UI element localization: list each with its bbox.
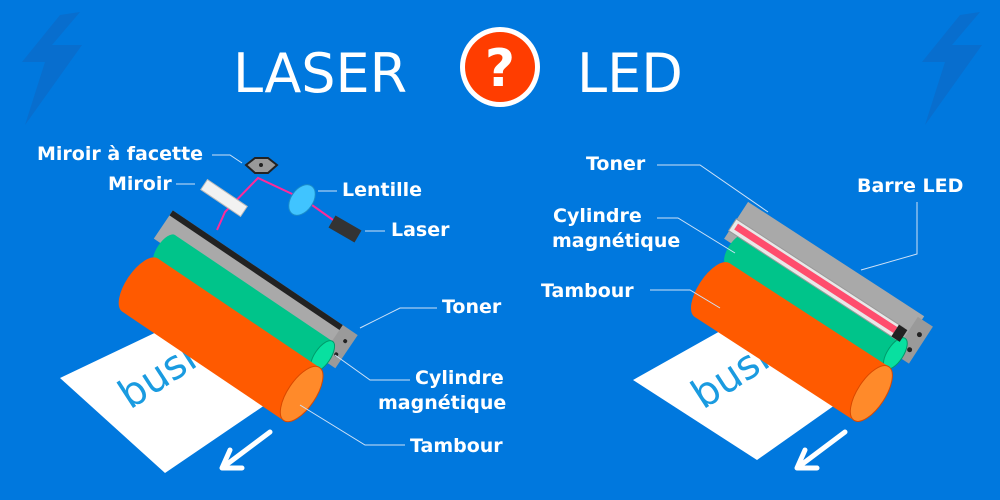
label-faceted-mirror: Miroir à facette [37, 143, 203, 165]
laser-emitter [328, 215, 362, 243]
label-cylinder-2: magnétique [378, 392, 506, 414]
label-toner: Toner [442, 296, 502, 318]
mirror [200, 178, 248, 218]
paper [633, 330, 835, 460]
led-illustration: busi [633, 164, 933, 471]
label-cylinder: Cylindre [415, 367, 504, 389]
drum [118, 257, 324, 423]
magnetic-cylinder [152, 234, 336, 373]
lens [288, 184, 316, 216]
led-bar [727, 218, 908, 342]
label-led-bar: Barre LED [857, 175, 963, 197]
question-badge: ? [460, 27, 540, 107]
direction-arrow [794, 429, 848, 471]
label-drum: Tambour [410, 435, 503, 457]
label-mirror: Miroir [108, 173, 172, 195]
label-laser: Laser [391, 219, 450, 241]
question-mark: ? [485, 39, 515, 99]
title-laser: LASER [233, 42, 407, 105]
label-cylinder-led-2: magnétique [552, 230, 680, 252]
lightning-icon [922, 12, 982, 125]
label-toner-led: Toner [586, 153, 646, 175]
laser-beam [216, 176, 351, 233]
label-lens: Lentille [342, 179, 422, 201]
label-cylinder-led: Cylindre [553, 205, 642, 227]
paper [60, 328, 265, 473]
direction-arrow [219, 429, 273, 471]
magnetic-cylinder [724, 234, 908, 370]
laser-illustration: busi [60, 154, 437, 473]
title-led: LED [577, 42, 683, 105]
lightning-icon [22, 12, 82, 125]
drum [690, 262, 893, 422]
label-drum-led: Tambour [541, 280, 634, 302]
